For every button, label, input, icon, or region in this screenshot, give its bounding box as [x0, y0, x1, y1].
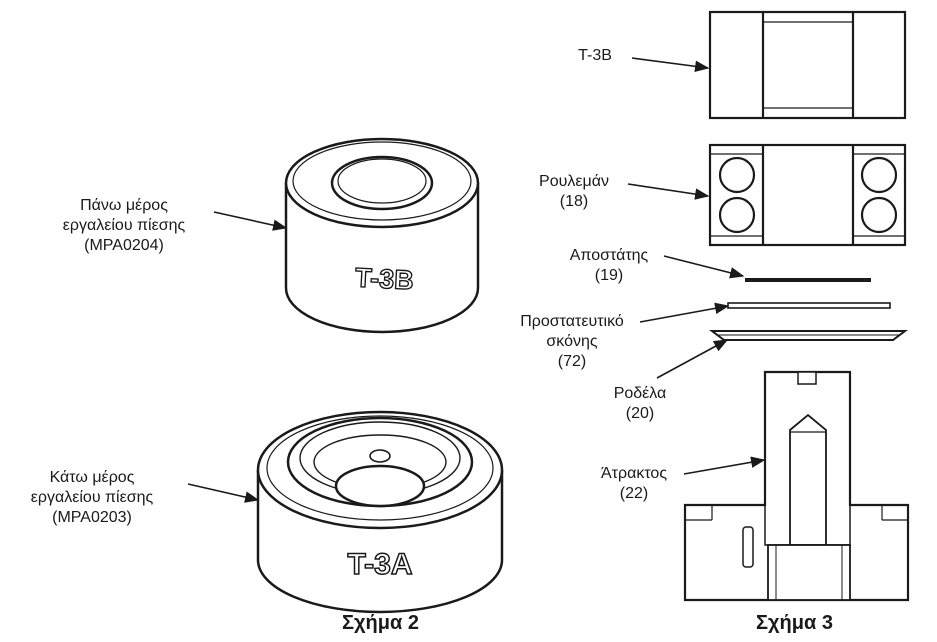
callout-spacer: Αποστάτης (19) [556, 246, 662, 286]
callout-washer: Ροδέλα (20) [600, 384, 680, 424]
upper-tool-label-line: Πάνω μέρος [80, 197, 168, 214]
callout-dust-shield-number: (72) [557, 353, 587, 370]
figure-3-caption: Σχήμα 3 [756, 612, 833, 634]
callout-bearing-name: Ρουλεμάν [539, 173, 609, 190]
arrow-t3b [631, 57, 710, 73]
dust-shield-part [727, 302, 891, 309]
arrow-dust-shield [639, 302, 730, 323]
callout-spindle-name: Άτρακτος [600, 465, 668, 482]
lower-tool-label-line: Κάτω μέρος [49, 469, 135, 486]
callout-dust-shield-name: σκόνης [546, 333, 598, 350]
upper-tool-label-line: εργαλείου πίεσης [62, 217, 186, 234]
callout-bearing-number: (18) [559, 193, 589, 210]
bearing-section [708, 143, 907, 247]
callout-washer-number: (20) [625, 405, 655, 422]
callout-t3b-text: T-3B [578, 47, 612, 64]
spacer-part [745, 278, 871, 282]
t3b-section [708, 10, 907, 120]
upper-tool-part-number: (MPA0204) [84, 237, 164, 254]
lower-press-tool [256, 410, 504, 614]
arrow-lower-tool [187, 483, 260, 503]
arrow-upper-tool [213, 211, 288, 231]
callout-bearing: Ρουλεμάν (18) [522, 172, 626, 212]
figure-2-caption: Σχήμα 2 [342, 612, 419, 634]
callout-spindle-number: (22) [619, 485, 649, 502]
lower-tool-label-line: εργαλείου πίεσης [30, 489, 154, 506]
upper-tool-label: Πάνω μέρος εργαλείου πίεσης (MPA0204) [44, 196, 204, 256]
upper-press-tool [284, 137, 480, 334]
callout-dust-shield: Προστατευτικό σκόνης (72) [508, 312, 636, 372]
lower-tool-label: Κάτω μέρος εργαλείου πίεσης (MPA0203) [4, 468, 180, 528]
callout-t3b: T-3B [560, 46, 630, 66]
callout-spacer-number: (19) [594, 267, 624, 284]
callout-dust-shield-name: Προστατευτικό [520, 313, 624, 330]
callout-spindle: Άτρακτος (22) [584, 464, 684, 504]
callout-washer-name: Ροδέλα [613, 385, 667, 402]
upper-tool-marking: T-3B [354, 263, 414, 296]
arrow-spacer [663, 255, 745, 279]
spindle-section [683, 370, 910, 602]
arrow-washer [656, 339, 729, 379]
lower-tool-part-number: (MPA0203) [52, 509, 132, 526]
arrow-spindle [683, 456, 766, 475]
arrow-bearing [627, 183, 710, 200]
lower-tool-marking: T-3A [347, 548, 412, 581]
callout-spacer-name: Αποστάτης [569, 247, 649, 264]
